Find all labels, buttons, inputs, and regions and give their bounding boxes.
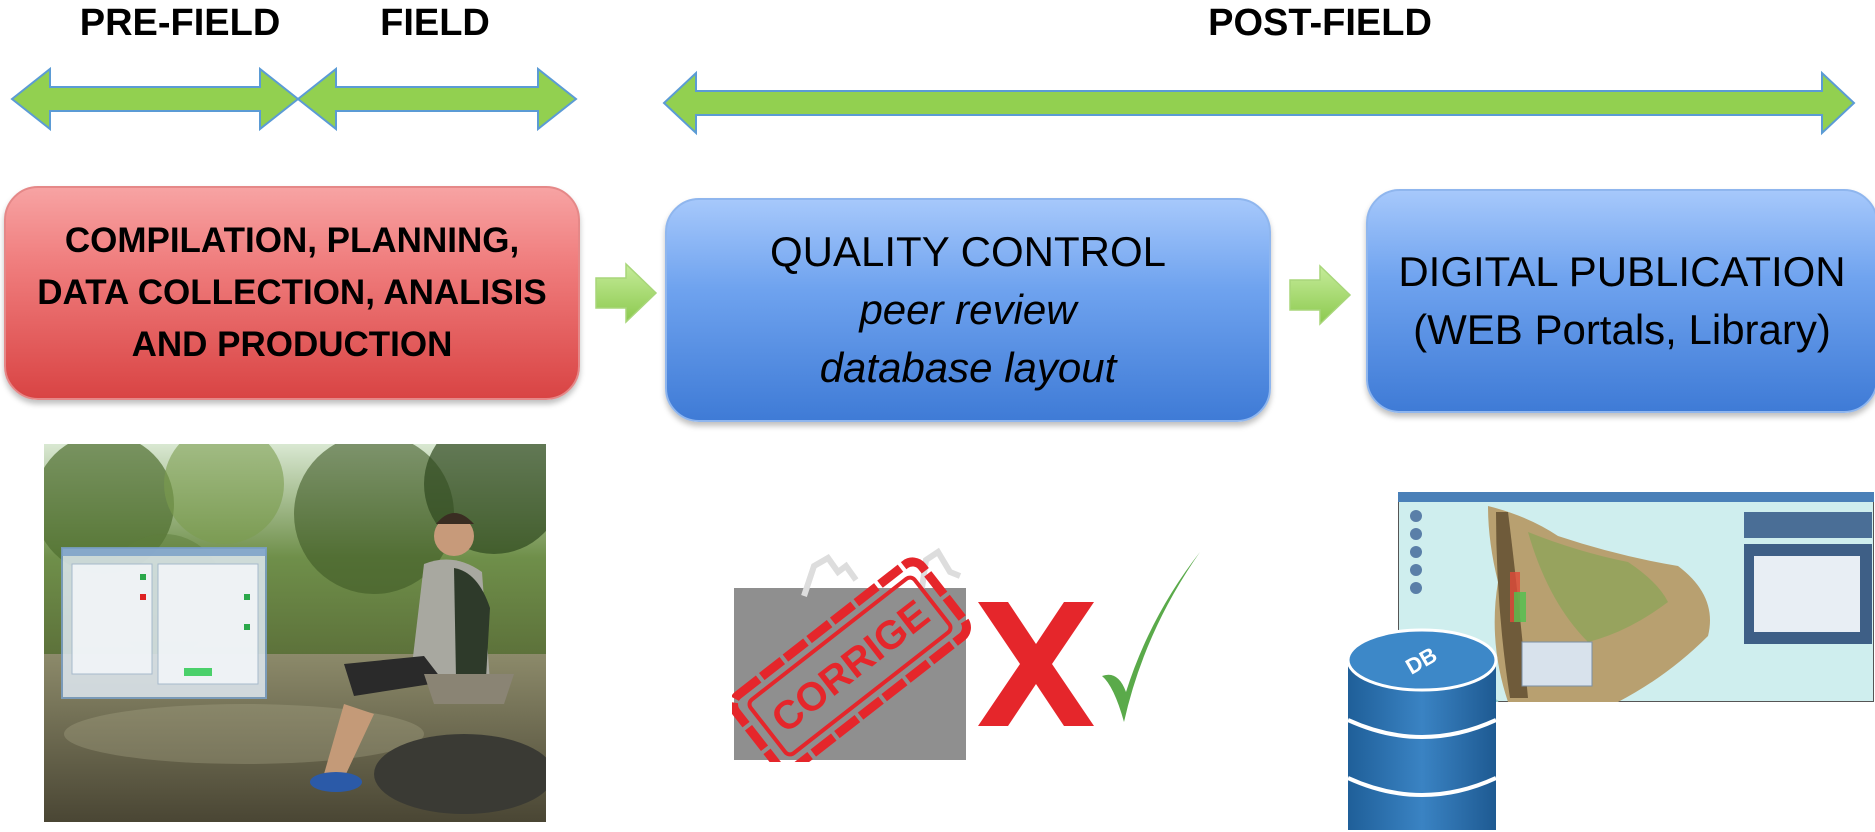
compilation-line-1: COMPILATION, PLANNING, (64, 221, 520, 260)
web-portal-map (1398, 492, 1874, 702)
pre-field-span-arrow (10, 66, 300, 132)
flow-arrow-to-quality (595, 262, 658, 324)
quality-control-database-layout: database layout (819, 344, 1117, 391)
compilation-box: COMPILATION, PLANNING, DATA COLLECTION, … (4, 186, 580, 400)
quality-control-box: QUALITY CONTROL peer review database lay… (665, 198, 1271, 422)
quality-control-title: QUALITY CONTROL (770, 228, 1166, 275)
post-field-heading: POST-FIELD (1208, 2, 1432, 44)
field-work-photo (44, 444, 546, 822)
field-span-arrow (296, 66, 578, 132)
publication-line-1: DIGITAL PUBLICATION (1398, 248, 1846, 295)
publication-line-2: (WEB Portals, Library) (1413, 306, 1831, 353)
compilation-line-2: DATA COLLECTION, ANALISIS (37, 273, 547, 312)
digital-publication-box: DIGITAL PUBLICATION (WEB Portals, Librar… (1366, 189, 1875, 413)
flow-arrow-to-publication (1289, 264, 1352, 326)
post-field-span-arrow (662, 70, 1856, 136)
field-heading: FIELD (380, 2, 490, 44)
quality-review-marks: CORRIGE (732, 547, 1200, 762)
quality-control-peer-review: peer review (859, 286, 1077, 333)
pre-field-heading: PRE-FIELD (79, 2, 281, 44)
compilation-line-3: AND PRODUCTION (131, 325, 453, 364)
database-icon: DB (1346, 628, 1498, 830)
